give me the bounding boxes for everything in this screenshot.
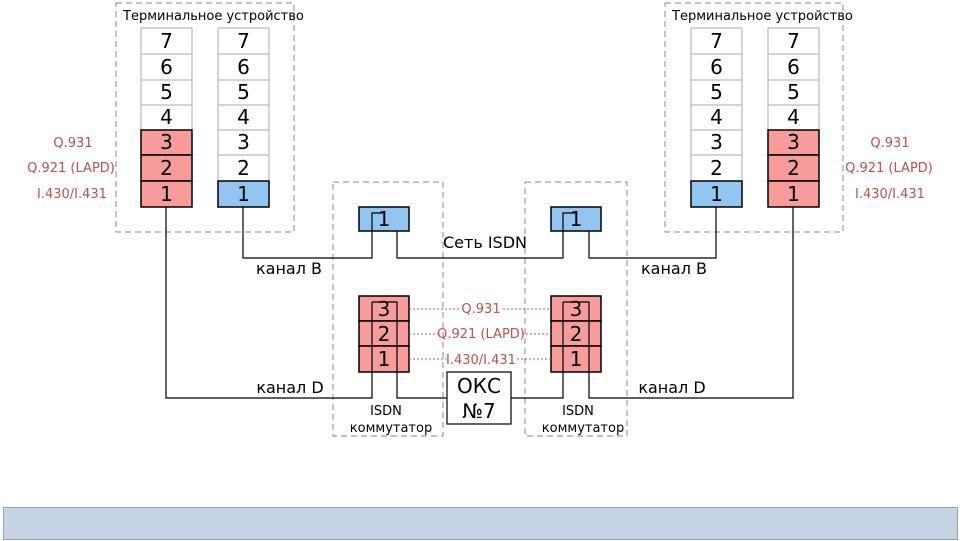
layer-label: 7 — [237, 29, 250, 53]
layer-label: 2 — [787, 156, 800, 180]
layer-label: 5 — [787, 80, 800, 104]
layer-label: 2 — [710, 156, 723, 180]
layer-label: 6 — [787, 55, 800, 79]
channel-b-right-label: канал B — [641, 259, 707, 278]
terminal-left-title: Терминальное устройство — [122, 9, 304, 24]
protocol-label-center: Q.931 — [461, 302, 500, 317]
layer-label: 5 — [710, 80, 723, 104]
layer-label: 6 — [160, 55, 173, 79]
layer-label: 2 — [378, 322, 391, 346]
network-label: Сеть ISDN — [443, 233, 527, 252]
protocol-label-left: Q.931 — [53, 136, 92, 151]
layer-label: 1 — [237, 182, 250, 206]
protocol-label-right: I.430/I.431 — [855, 187, 925, 202]
switch-left-d-stack: 3 2 1 — [358, 295, 410, 373]
d-channel-lines — [165, 207, 794, 399]
terminal-right-title: Терминальное устройство — [671, 9, 853, 24]
layer-label: 1 — [570, 207, 583, 231]
layer-label: 3 — [160, 130, 173, 154]
oks-label-line1: ОКС — [457, 374, 501, 398]
switch-right-d-stack: 3 2 1 — [550, 295, 602, 373]
layer-label: 4 — [710, 105, 723, 129]
layer-label: 3 — [237, 130, 250, 154]
channel-d-right-label: канал D — [638, 378, 705, 397]
layer-label: 7 — [710, 29, 723, 53]
protocol-label-right: Q.931 — [870, 136, 909, 151]
switch-left-b-box: 1 — [358, 206, 410, 232]
layer-label: 5 — [160, 80, 173, 104]
layer-label: 3 — [570, 297, 583, 321]
layer-label: 4 — [160, 105, 173, 129]
oks-box: ОКС №7 — [446, 371, 512, 425]
switch-right-b-box: 1 — [550, 206, 602, 232]
layer-label: 2 — [160, 156, 173, 180]
layer-label: 3 — [378, 297, 391, 321]
b-channel-lines — [242, 207, 717, 259]
switch-left-label-line2: коммутатор — [350, 421, 432, 436]
terminal-right-stack-b: 7 6 5 4 3 2 1 — [767, 27, 820, 208]
layer-label: 1 — [710, 182, 723, 206]
protocol-label-center: Q.921 (LAPD) — [437, 327, 525, 342]
channel-b-left-label: канал B — [256, 259, 322, 278]
switch-left-label-line1: ISDN — [370, 404, 402, 419]
layer-label: 6 — [237, 55, 250, 79]
layer-label: 6 — [710, 55, 723, 79]
layer-label: 7 — [787, 29, 800, 53]
protocol-label-center: I.430/I.431 — [446, 353, 516, 368]
layer-label: 1 — [160, 182, 173, 206]
layer-label: 5 — [237, 80, 250, 104]
oks-label-line2: №7 — [462, 399, 496, 423]
layer-label: 1 — [378, 347, 391, 371]
layer-label: 2 — [237, 156, 250, 180]
terminal-left-stack-b: 7 6 5 4 3 2 1 — [217, 27, 270, 208]
layer-label: 1 — [787, 182, 800, 206]
layer-label: 2 — [570, 322, 583, 346]
switch-protocol-links — [409, 308, 551, 360]
layer-label: 4 — [787, 105, 800, 129]
layer-label: 1 — [570, 347, 583, 371]
layer-label: 7 — [160, 29, 173, 53]
layer-label: 3 — [787, 130, 800, 154]
terminal-right-stack-a: 7 6 5 4 3 2 1 — [690, 27, 743, 208]
protocol-label-left: I.430/I.431 — [37, 187, 107, 202]
protocol-label-left: Q.921 (LAPD) — [27, 161, 115, 176]
channel-d-left-label: канал D — [256, 378, 323, 397]
bottom-bar — [3, 507, 958, 540]
terminal-frame-right — [664, 2, 844, 233]
layer-label: 3 — [710, 130, 723, 154]
terminal-left-stack-a: 7 6 5 4 3 2 1 — [140, 27, 193, 208]
protocol-label-right: Q.921 (LAPD) — [845, 161, 933, 176]
switch-frame-left — [332, 181, 444, 437]
switch-right-label-line1: ISDN — [562, 404, 594, 419]
layer-label: 4 — [237, 105, 250, 129]
layer-label: 1 — [378, 207, 391, 231]
switch-right-label-line2: коммутатор — [542, 421, 624, 436]
terminal-frame-left — [115, 2, 295, 233]
